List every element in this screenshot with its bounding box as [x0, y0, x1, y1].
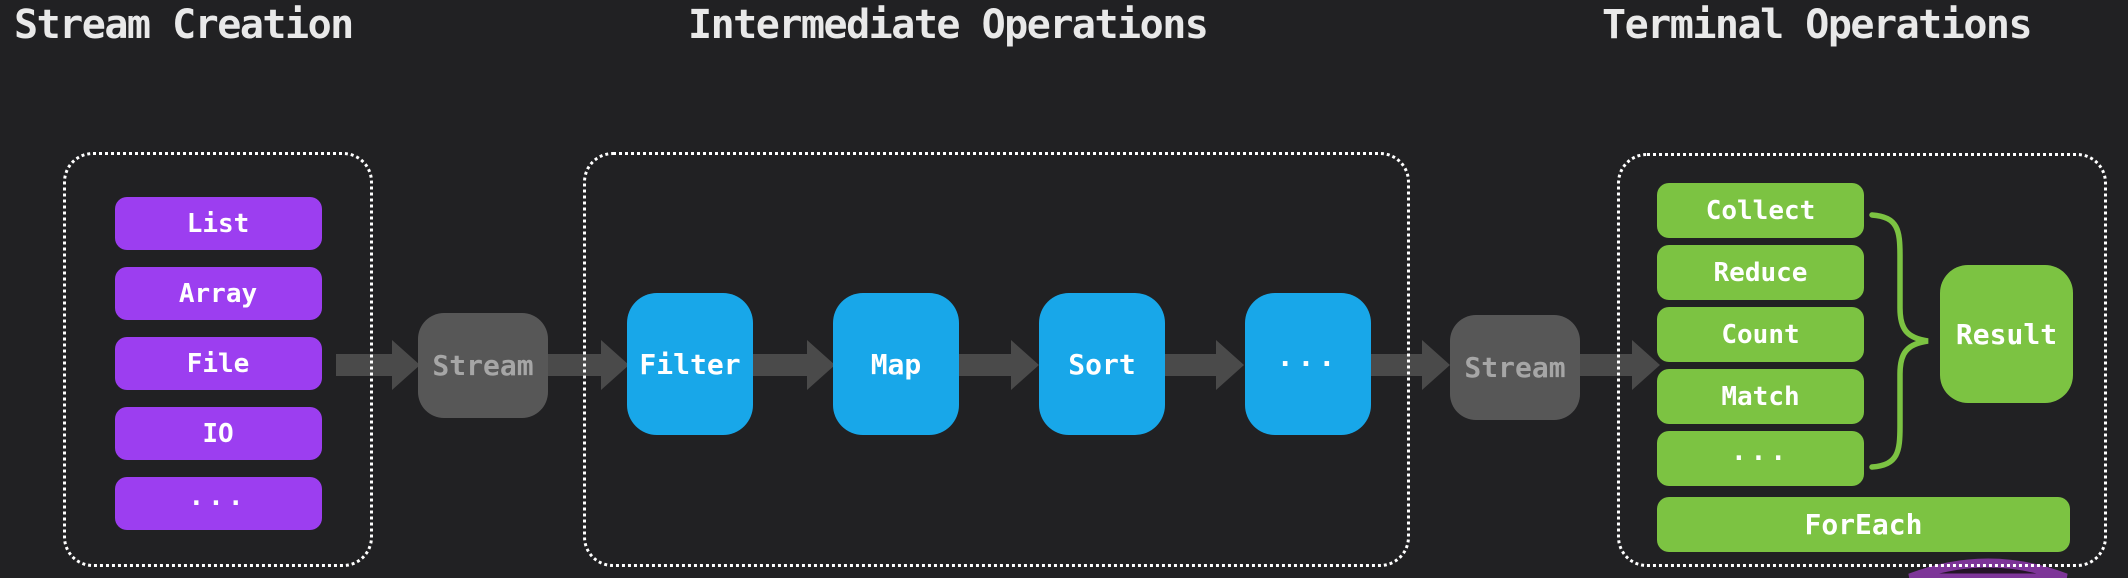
- node-array: Array: [114, 267, 322, 320]
- node-file: File: [114, 337, 322, 390]
- node-reduce: Reduce: [1657, 245, 1864, 300]
- node-stream-left: Stream: [418, 313, 548, 418]
- node-map: Map: [833, 293, 959, 435]
- node-collect: Collect: [1657, 183, 1864, 238]
- node-sort: Sort: [1039, 293, 1165, 435]
- node-terminal-ellipsis: ...: [1657, 431, 1864, 486]
- node-stream-right: Stream: [1450, 315, 1580, 420]
- node-result: Result: [1940, 265, 2073, 403]
- flow-arrow-icon: [545, 340, 629, 390]
- node-filter: Filter: [627, 293, 753, 435]
- flow-arrow-icon: [1160, 340, 1244, 390]
- flow-arrow-icon: [955, 340, 1039, 390]
- node-list: List: [114, 197, 322, 250]
- flow-arrow-icon: [336, 340, 420, 390]
- title-stream-creation: Stream Creation: [14, 2, 354, 48]
- node-creation-ellipsis: ...: [114, 477, 322, 530]
- title-terminal-operations: Terminal Operations: [1602, 2, 2033, 48]
- flow-arrow-icon: [751, 340, 835, 390]
- node-count: Count: [1657, 307, 1864, 362]
- brace-icon: [1869, 212, 1929, 470]
- node-io: IO: [114, 407, 322, 460]
- title-intermediate-operations: Intermediate Operations: [688, 2, 1209, 48]
- panel-intermediate-operations: Filter Map Sort ...: [583, 152, 1410, 567]
- panel-stream-creation: List Array File IO ...: [63, 152, 373, 567]
- terminal-op-stack: Collect Reduce Count Match ...: [1657, 183, 1864, 486]
- panel-terminal-operations: Collect Reduce Count Match ... Result Fo…: [1617, 153, 2107, 567]
- node-match: Match: [1657, 369, 1864, 424]
- node-intermediate-ellipsis: ...: [1245, 293, 1371, 435]
- node-foreach: ForEach: [1657, 497, 2070, 552]
